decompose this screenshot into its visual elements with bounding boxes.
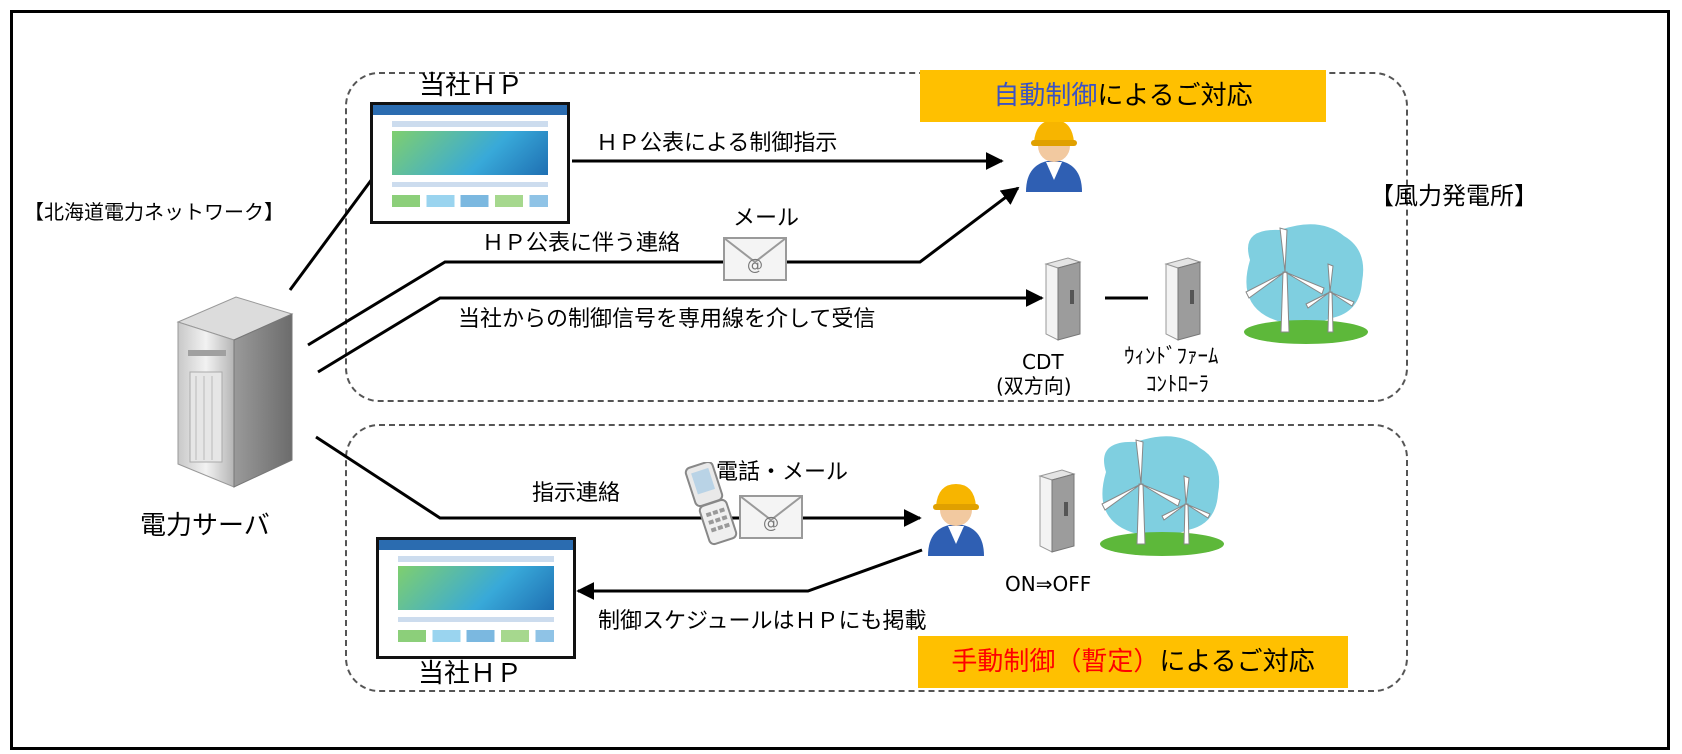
- automatic-control-highlight: 自動制御: [993, 81, 1098, 111]
- cdt-label: CDT: [1022, 350, 1064, 374]
- windfarm-controller-label-2: ｺﾝﾄﾛｰﾗ: [1146, 372, 1209, 396]
- instruction-contact-label: 指示連絡: [532, 481, 621, 506]
- company-hp-label-top: 当社ＨＰ: [419, 71, 524, 101]
- mail-envelope-icon: @: [739, 495, 803, 539]
- control-cabinet-icon: [1164, 257, 1202, 341]
- worker-with-helmet-icon: [1026, 120, 1082, 192]
- svg-text:@: @: [747, 255, 763, 274]
- company-hp-screenshot-bottom: [376, 537, 576, 659]
- mail-envelope-icon: @: [723, 237, 787, 281]
- manual-control-suffix: によるご対応: [1159, 647, 1315, 677]
- server-label: 電力サーバ: [140, 511, 270, 541]
- schedule-on-hp-label: 制御スケジュールはＨＰにも掲載: [598, 609, 927, 634]
- server-to-hp-line: [288, 174, 377, 291]
- windfarm-controller-label-1: ｳｨﾝﾄﾞﾌｧｰﾑ: [1124, 344, 1219, 368]
- cdt-direction-label: (双方向): [996, 374, 1072, 398]
- on-off-label: ON⇒OFF: [1005, 572, 1092, 596]
- company-hp-screenshot-top: [370, 102, 570, 224]
- wind-turbine-icon: [1100, 436, 1224, 556]
- company-hp-label-bottom: 当社ＨＰ: [418, 659, 523, 689]
- svg-text:@: @: [763, 513, 779, 532]
- mail-label: メール: [733, 206, 800, 231]
- diagram-frame: [10, 10, 1670, 750]
- flip-phone-icon: [684, 462, 738, 546]
- hp-control-instruction-label: ＨＰ公表による制御指示: [596, 131, 838, 156]
- control-cabinet-icon: [1038, 469, 1076, 553]
- hp-contact-label: ＨＰ公表に伴う連絡: [482, 231, 681, 256]
- manual-control-highlight: 手動制御（暫定）: [951, 647, 1160, 677]
- automatic-control-suffix: によるご対応: [1097, 81, 1253, 111]
- windfarm-label: 【風力発電所】: [1370, 182, 1538, 210]
- dedicated-line-label: 当社からの制御信号を専用線を介して受信: [458, 307, 876, 332]
- automatic-control-group: [345, 72, 1408, 402]
- manual-control-group: [345, 424, 1408, 692]
- control-cabinet-icon: [1044, 257, 1082, 341]
- wind-turbine-icon: [1244, 224, 1368, 344]
- manual-control-banner: 手動制御（暫定）によるご対応: [918, 636, 1348, 688]
- server-tower-icon: [176, 296, 294, 488]
- network-company-label: 【北海道電力ネットワーク】: [24, 200, 284, 224]
- dedicated-line-arrow: [317, 289, 1044, 374]
- phone-mail-label: 電話・メール: [716, 460, 849, 485]
- schedule-to-hp-arrow: [576, 548, 923, 600]
- hp-contact-arrow: [307, 186, 1020, 347]
- worker-with-helmet-icon: [928, 484, 984, 556]
- automatic-control-banner: 自動制御によるご対応: [920, 70, 1326, 122]
